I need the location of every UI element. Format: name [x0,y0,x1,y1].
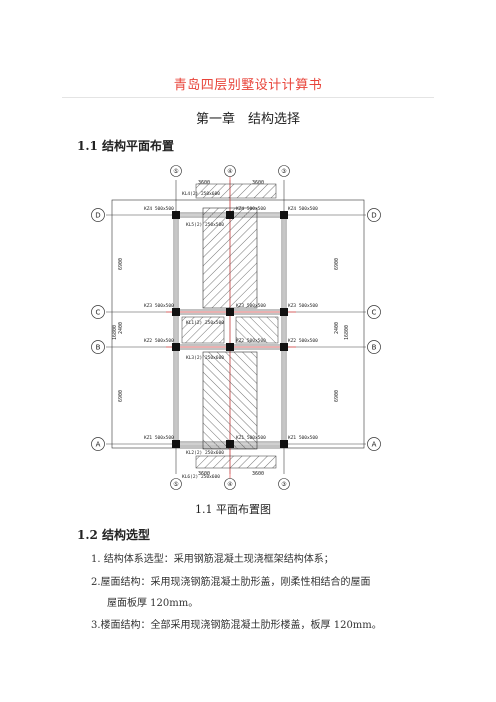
column [280,211,288,219]
column-label: KZ2 500x500 [144,338,174,344]
axis-label: D [95,212,100,220]
axis-bubble [91,340,105,354]
column [172,440,180,448]
axis-label: ⑤ [173,168,178,175]
figure-caption: 1.1 平面布置图 [195,503,271,516]
axis-bubble [170,165,182,177]
list-item: 3.楼面结构：全部采用现浇钢筋混凝土肋形楼盖，板厚 120mm。 [91,620,382,631]
dimension-label: 6900 [118,390,124,402]
column [226,343,234,351]
columns [172,211,288,448]
axis-label: ③ [281,168,286,175]
column-label: KZ4 500x500 [236,206,266,212]
structural-floor-plan: KZ4 500x500 KZ4 500x500 KZ4 500x500 KZ3 … [91,165,381,490]
axis-label: C [96,309,101,317]
axis-bubble [367,437,381,451]
axis-bubble [278,165,290,177]
column [172,343,180,351]
list-item: 1. 结构体系选型：采用钢筋混凝土现浇框架结构体系； [91,554,334,565]
slab-hatch-top [195,183,277,199]
list-item-continuation: 屋面板厚 120mm。 [107,598,199,609]
axis-label: ④ [227,481,232,488]
axis-bubble [91,305,105,319]
column-label: KZ3 500x500 [236,303,266,309]
slab-hatch-right [235,316,279,344]
column-label: KZ4 500x500 [288,206,318,212]
axis-label: B [372,344,377,352]
slab-hatch-upper [202,207,258,309]
beam-label: KL2(2) 250x600 [186,450,224,456]
axis-bubble [91,437,105,451]
axis-label: ④ [227,168,232,175]
column-label: KZ1 500x500 [144,435,174,441]
column [280,308,288,316]
axis-bubble [170,478,182,490]
column [226,440,234,448]
column-label: KZ2 500x500 [236,338,266,344]
dimension-label: 2400 [334,322,340,334]
dimension-total: 16800 [112,325,118,340]
dimension-label: 3600 [198,180,210,186]
axis-bubble [367,208,381,222]
axis-bubble [224,165,236,177]
dimension-label: 6900 [118,258,124,270]
beam-label: KL1(2) 250x500 [186,320,224,326]
axis-label: C [372,309,377,317]
axis-bubble [367,340,381,354]
section-heading-1-2: 1.2 结构选型 [77,528,151,542]
dimension-label: 3600 [252,471,264,477]
axis-bubble [224,478,236,490]
column-label: KZ4 500x500 [144,206,174,212]
slab-hatch-lower [202,351,258,450]
column-label: KZ1 500x500 [288,435,318,441]
column-label: KZ3 500x500 [144,303,174,309]
chapter-heading: 第一章 结构选择 [195,112,300,127]
beam-label: KL4(2) 250x600 [182,191,220,197]
beam-label: KL5(2) 250x500 [186,222,224,228]
slab-hatch-bottom [195,455,277,469]
document-title: 青岛四层别墅设计计算书 [173,78,323,93]
column [280,440,288,448]
axis-label: D [371,212,376,220]
axis-label: A [372,441,377,449]
axis-label: ⑤ [173,481,178,488]
axis-label: A [96,441,101,449]
beam-label: KL3(2) 250x600 [186,355,224,361]
column [226,211,234,219]
column [172,308,180,316]
slab-hatch-left [181,316,225,344]
list-item: 2.屋面结构：采用现浇钢筋混凝土肋形盖，刚柔性相结合的屋面 [91,577,371,588]
dimension-label: 3600 [198,471,210,477]
column [226,308,234,316]
dimension-label: 6900 [334,258,340,270]
column [280,343,288,351]
axis-bubble [91,208,105,222]
column-label: KZ3 500x500 [288,303,318,309]
column-label: KZ2 500x500 [288,338,318,344]
axis-bubble [278,478,290,490]
section-heading-1-1: 1.1 结构平面布置 [77,139,175,153]
column [172,211,180,219]
axis-label: ③ [281,481,286,488]
title-divider [62,97,434,98]
axis-label: B [96,344,101,352]
beam-label: KL6(2) 250x600 [182,474,220,480]
dimension-label: 3600 [252,180,264,186]
dimension-label: 2400 [118,322,124,334]
dimension-total: 16800 [344,325,350,340]
dimension-label: 6900 [334,390,340,402]
column-label: KZ1 500x500 [236,435,266,441]
axis-bubble [367,305,381,319]
